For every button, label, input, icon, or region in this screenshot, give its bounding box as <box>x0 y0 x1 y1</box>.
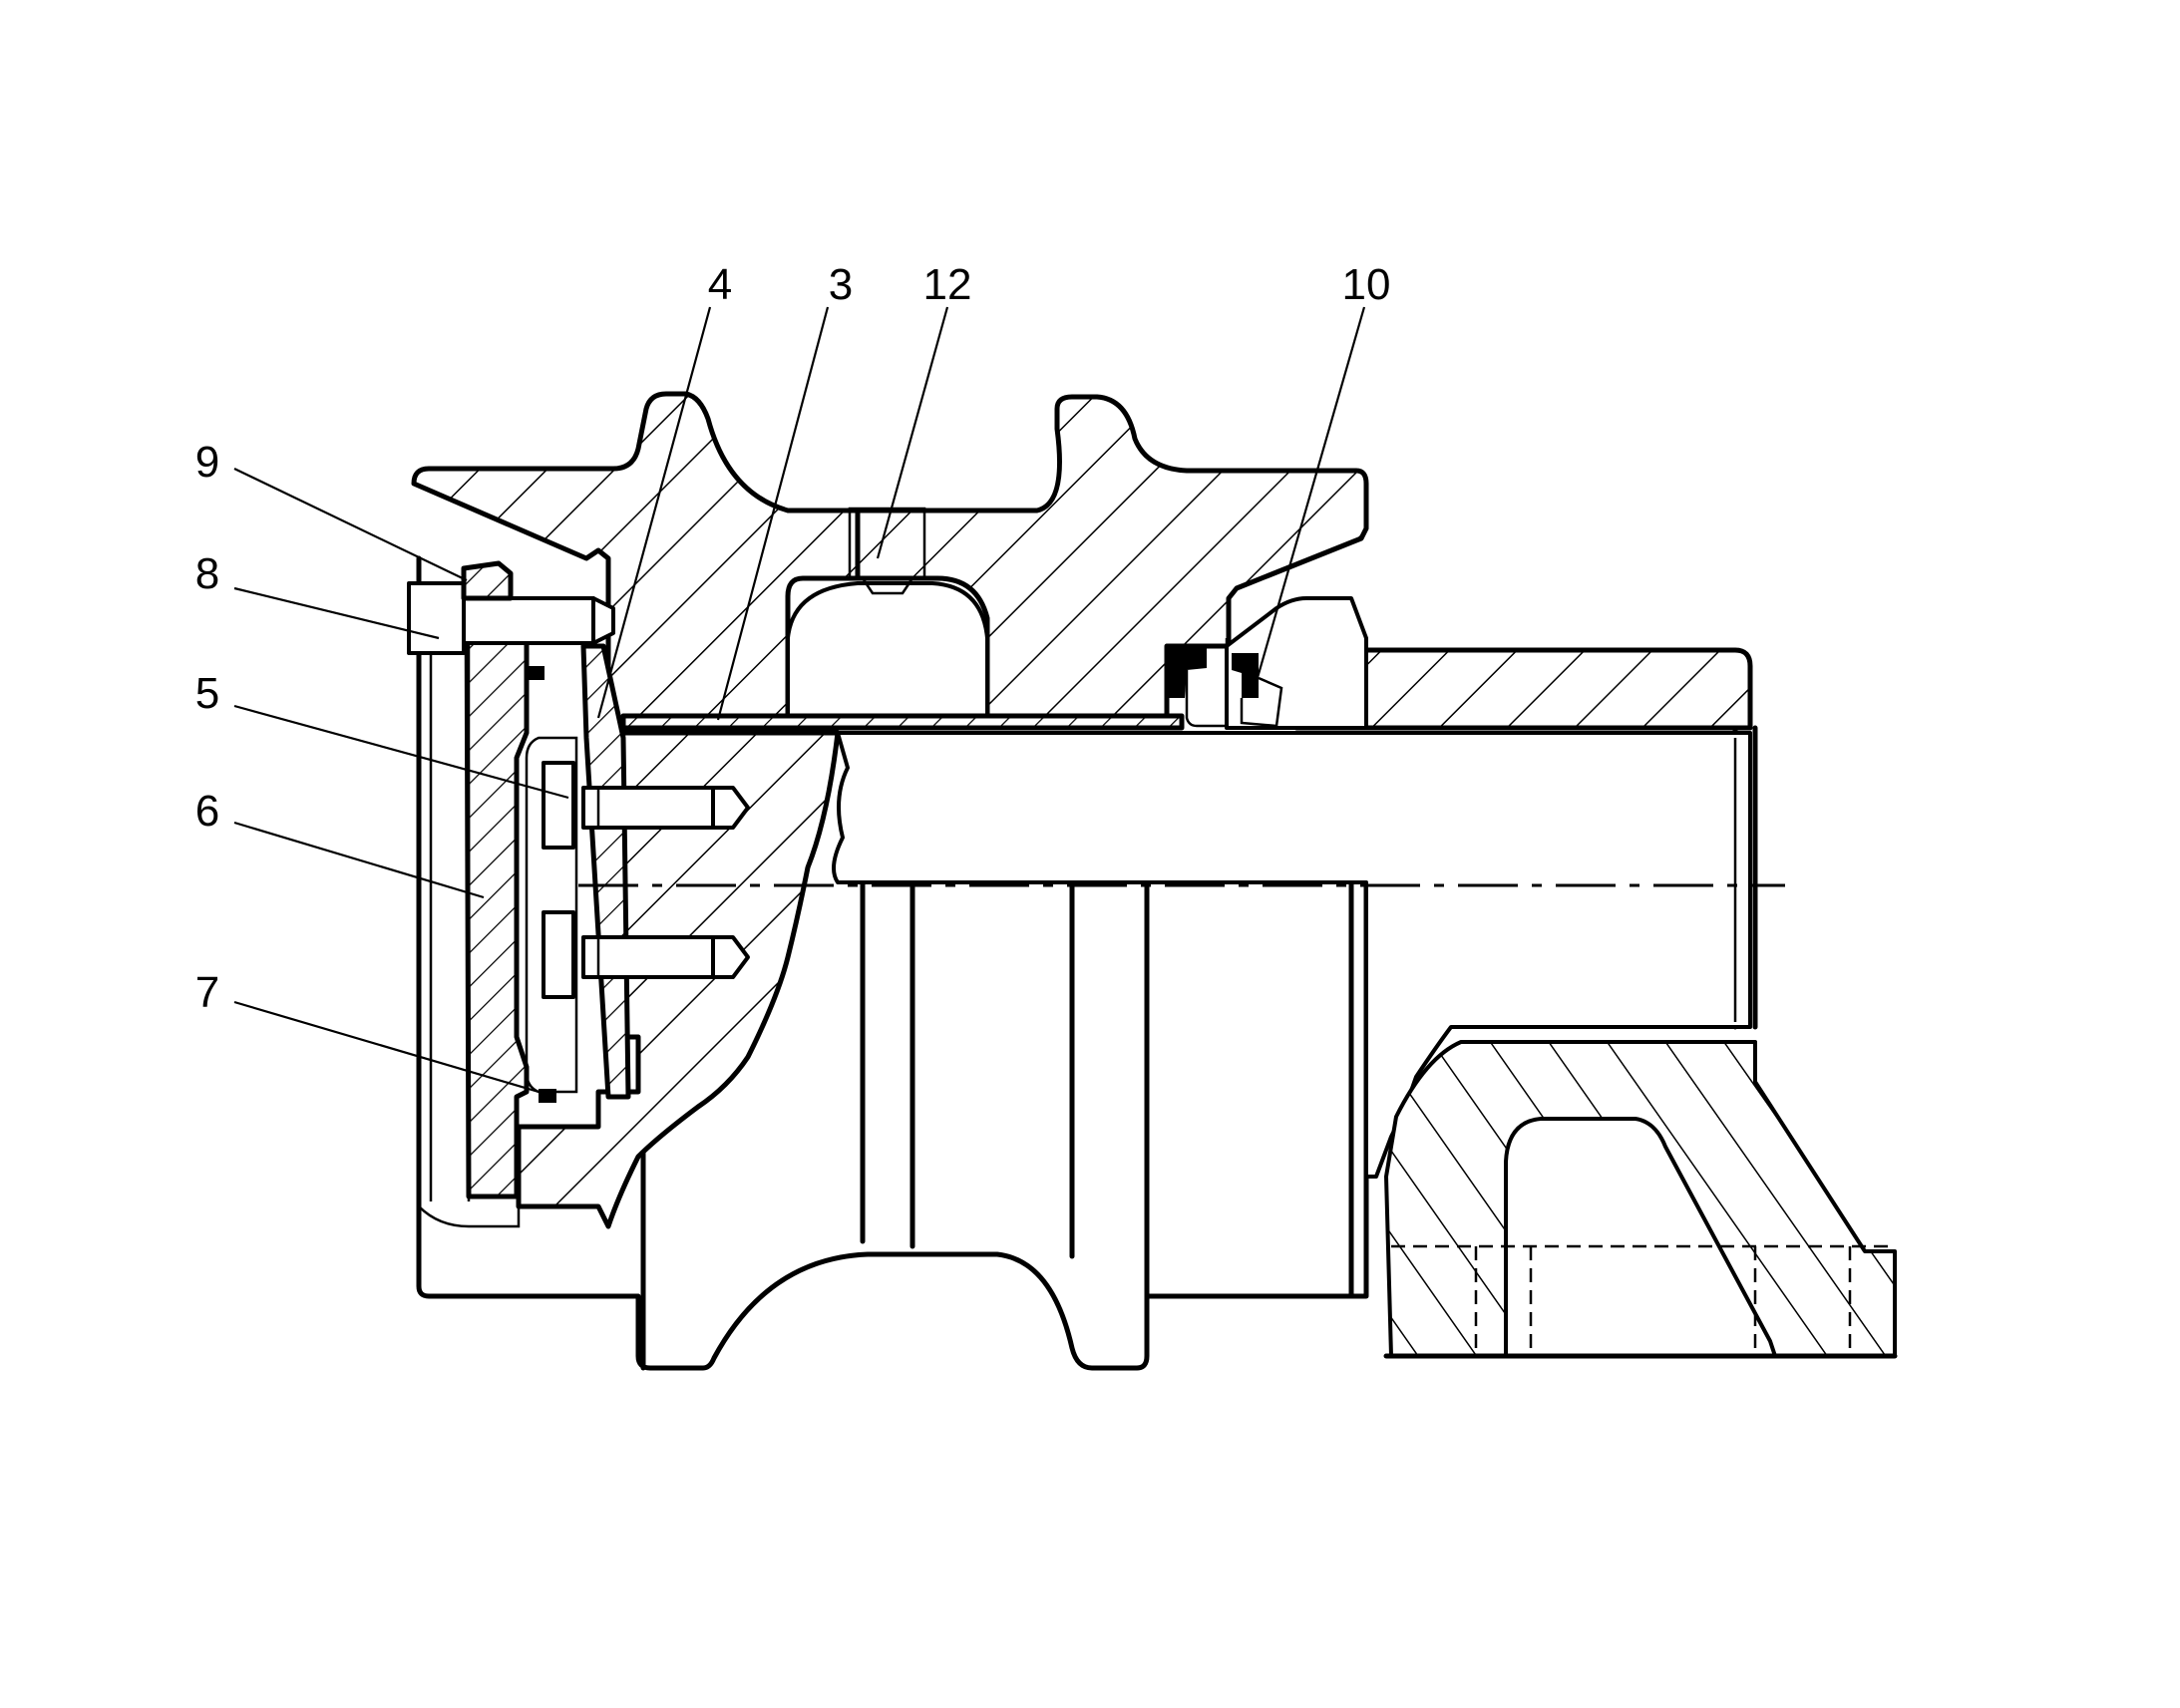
leader-5 <box>233 704 569 800</box>
o-ring-upper <box>529 666 545 680</box>
leader-12 <box>876 306 949 559</box>
callout-6: 6 <box>195 787 219 836</box>
leader-9 <box>233 468 468 581</box>
leader-10 <box>1253 306 1366 689</box>
washer <box>461 560 514 601</box>
callout-4: 4 <box>708 260 732 309</box>
bolt-lower <box>542 910 750 999</box>
shaft <box>832 731 1752 1179</box>
shaft-bracket <box>1383 1040 1898 1359</box>
leader-4 <box>596 306 712 719</box>
leader-6 <box>233 821 485 899</box>
end-cover <box>416 555 530 1228</box>
leader-lines <box>233 306 1366 1094</box>
leader-3 <box>716 306 830 721</box>
leader-7 <box>233 1000 540 1094</box>
leader-8 <box>233 586 440 640</box>
shaft-collar <box>1293 647 1753 731</box>
callout-8: 8 <box>195 549 219 598</box>
callout-7: 7 <box>195 968 219 1017</box>
callout-5: 5 <box>195 669 219 718</box>
callout-12: 12 <box>923 260 972 309</box>
cap-screw <box>407 581 615 655</box>
callout-labels: 4 3 12 10 9 8 5 6 7 <box>195 260 1391 1017</box>
bushing <box>620 713 1185 731</box>
o-ring-lower <box>539 1089 556 1103</box>
oil-chamber <box>786 581 989 728</box>
oil-plug <box>848 507 926 595</box>
thrust-washer <box>580 643 631 1100</box>
bolt-upper <box>542 761 750 850</box>
roller-body-section <box>411 391 1369 729</box>
callout-9: 9 <box>195 438 219 487</box>
callout-10: 10 <box>1342 260 1391 309</box>
hub-section <box>516 730 841 1229</box>
callout-3: 3 <box>829 260 853 309</box>
